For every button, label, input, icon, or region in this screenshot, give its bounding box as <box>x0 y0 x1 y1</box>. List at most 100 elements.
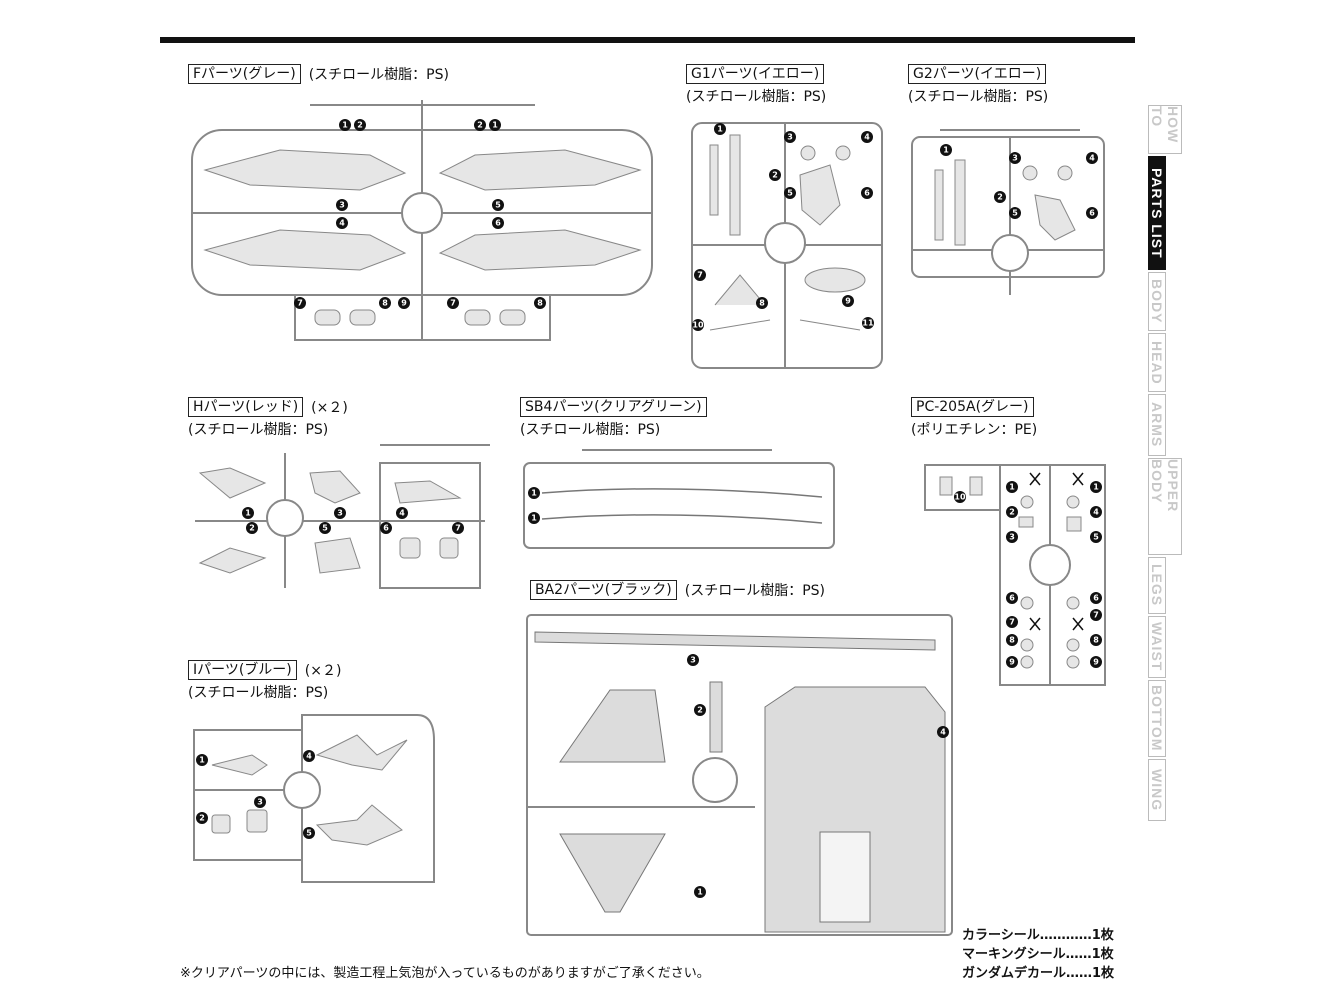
svg-text:3: 3 <box>337 509 343 518</box>
tab-arms[interactable]: ARMS <box>1148 394 1166 456</box>
svg-text:2: 2 <box>772 171 778 180</box>
svg-text:4: 4 <box>306 752 312 761</box>
svg-text:10: 10 <box>954 493 966 502</box>
svg-text:3: 3 <box>257 798 263 807</box>
svg-text:1: 1 <box>531 514 537 523</box>
svg-text:2: 2 <box>997 193 1003 202</box>
sb4-parts-tag: SB4パーツ(クリアグリーン) <box>520 397 707 417</box>
section-i-parts: Iパーツ(ブルー) (×２) (スチロール樹脂：PS) <box>188 660 341 702</box>
g2-parts-material: (スチロール樹脂：PS) <box>908 89 1049 105</box>
section-g1-parts: G1パーツ(イエロー) (スチロール樹脂：PS) <box>686 64 826 106</box>
svg-text:10: 10 <box>692 321 704 330</box>
svg-text:1: 1 <box>1009 483 1015 492</box>
svg-text:9: 9 <box>845 297 851 306</box>
svg-text:3: 3 <box>690 656 696 665</box>
svg-text:6: 6 <box>1089 209 1095 218</box>
h-parts-tag: Hパーツ(レッド) <box>188 397 304 417</box>
svg-text:3: 3 <box>1012 154 1018 163</box>
svg-text:1: 1 <box>697 888 703 897</box>
tab-bottom[interactable]: BOTTOM <box>1148 680 1166 757</box>
svg-text:1: 1 <box>943 146 949 155</box>
h-parts-sprue-diagram: 1 2 3 5 4 6 7 <box>190 443 490 593</box>
ba2-parts-material: (スチロール樹脂：PS) <box>684 583 825 599</box>
svg-text:1: 1 <box>531 489 537 498</box>
svg-text:7: 7 <box>1093 611 1099 620</box>
section-g2-parts: G2パーツ(イエロー) (スチロール樹脂：PS) <box>908 64 1048 106</box>
tab-body[interactable]: BODY <box>1148 272 1166 331</box>
sticker-list: カラーシール…………1枚 マーキングシール……1枚 ガンダムデカール……1枚 <box>962 926 1114 983</box>
svg-text:6: 6 <box>864 189 870 198</box>
svg-text:4: 4 <box>1089 154 1095 163</box>
svg-text:2: 2 <box>477 121 483 130</box>
sticker-gundam-decal: ガンダムデカール……1枚 <box>962 966 1115 981</box>
svg-text:2: 2 <box>199 814 205 823</box>
i-parts-material: (スチロール樹脂：PS) <box>188 685 329 701</box>
svg-text:2: 2 <box>249 524 255 533</box>
svg-text:1: 1 <box>717 125 723 134</box>
svg-text:3: 3 <box>1009 533 1015 542</box>
tab-waist[interactable]: WAIST <box>1148 616 1166 678</box>
svg-text:5: 5 <box>1012 209 1018 218</box>
svg-text:7: 7 <box>297 299 303 308</box>
svg-text:7: 7 <box>1009 618 1015 627</box>
svg-text:1: 1 <box>1093 483 1099 492</box>
svg-text:3: 3 <box>787 133 793 142</box>
h-parts-material: (スチロール樹脂：PS) <box>188 422 329 438</box>
g1-parts-sprue-diagram: 1 3 4 2 5 6 7 8 9 10 11 <box>690 115 885 380</box>
svg-text:1: 1 <box>199 756 205 765</box>
top-rule <box>160 37 1135 43</box>
svg-text:2: 2 <box>1009 508 1015 517</box>
i-parts-quantity: (×２) <box>304 663 342 679</box>
g2-parts-tag: G2パーツ(イエロー) <box>908 64 1047 84</box>
f-parts-sprue-diagram: 1 2 2 1 3 4 5 6 7 8 9 7 8 <box>190 95 655 345</box>
svg-text:3: 3 <box>339 201 345 210</box>
g2-parts-sprue-diagram: 1 3 4 2 5 6 <box>910 115 1110 300</box>
f-parts-tag: Fパーツ(グレー) <box>188 64 301 84</box>
svg-text:1: 1 <box>342 121 348 130</box>
svg-text:5: 5 <box>306 829 312 838</box>
section-pc-205a: PC-205A(グレー) (ポリエチレン：PE) <box>911 397 1037 439</box>
side-tab-navigation: HOW TO PARTS LIST BODY HEAD ARMS UPPER B… <box>1148 105 1182 823</box>
section-h-parts: Hパーツ(レッド) (×２) (スチロール樹脂：PS) <box>188 397 348 439</box>
svg-text:5: 5 <box>322 524 328 533</box>
sticker-color: カラーシール…………1枚 <box>962 928 1114 943</box>
svg-text:8: 8 <box>382 299 388 308</box>
tab-legs[interactable]: LEGS <box>1148 557 1166 614</box>
svg-text:7: 7 <box>450 299 456 308</box>
svg-text:4: 4 <box>339 219 345 228</box>
svg-text:2: 2 <box>357 121 363 130</box>
g1-parts-material: (スチロール樹脂：PS) <box>686 89 827 105</box>
svg-text:6: 6 <box>495 219 501 228</box>
pc-205a-material: (ポリエチレン：PE) <box>911 422 1038 438</box>
svg-text:5: 5 <box>1093 533 1099 542</box>
svg-text:5: 5 <box>495 201 501 210</box>
tab-upper-body[interactable]: UPPER BODY <box>1148 458 1182 555</box>
svg-text:6: 6 <box>1009 594 1015 603</box>
section-sb4-parts: SB4パーツ(クリアグリーン) (スチロール樹脂：PS) <box>520 397 707 439</box>
f-parts-material: (スチロール樹脂：PS) <box>308 67 449 83</box>
svg-text:8: 8 <box>537 299 543 308</box>
svg-text:8: 8 <box>1009 636 1015 645</box>
section-ba2-parts: BA2パーツ(ブラック) (スチロール樹脂：PS) <box>530 580 825 600</box>
tab-wing[interactable]: WING <box>1148 759 1166 821</box>
sb4-parts-material: (スチロール樹脂：PS) <box>520 422 661 438</box>
tab-how-to[interactable]: HOW TO <box>1148 105 1182 154</box>
tab-parts-list[interactable]: PARTS LIST <box>1148 156 1166 270</box>
i-parts-sprue-diagram: 1 2 3 4 5 <box>192 710 437 885</box>
ba2-parts-sprue-diagram: 3 2 4 1 <box>525 612 955 937</box>
pc-205a-sprue-diagram: 10 1 1 2 4 3 5 6 6 7 7 8 8 9 9 <box>915 455 1115 690</box>
footnote: ※クリアパーツの中には、製造工程上気泡が入っているものがありますがご了承ください… <box>180 966 710 981</box>
pc-205a-tag: PC-205A(グレー) <box>911 397 1034 417</box>
svg-text:7: 7 <box>455 524 461 533</box>
svg-text:4: 4 <box>1093 508 1099 517</box>
g1-parts-tag: G1パーツ(イエロー) <box>686 64 825 84</box>
sb4-parts-sprue-diagram: 1 1 <box>522 445 837 550</box>
svg-text:9: 9 <box>401 299 407 308</box>
svg-text:11: 11 <box>862 319 874 328</box>
tab-head[interactable]: HEAD <box>1148 333 1166 392</box>
svg-text:4: 4 <box>399 509 405 518</box>
sticker-marking: マーキングシール……1枚 <box>962 947 1114 962</box>
svg-text:9: 9 <box>1093 658 1099 667</box>
h-parts-quantity: (×２) <box>311 400 348 416</box>
svg-text:2: 2 <box>697 706 703 715</box>
